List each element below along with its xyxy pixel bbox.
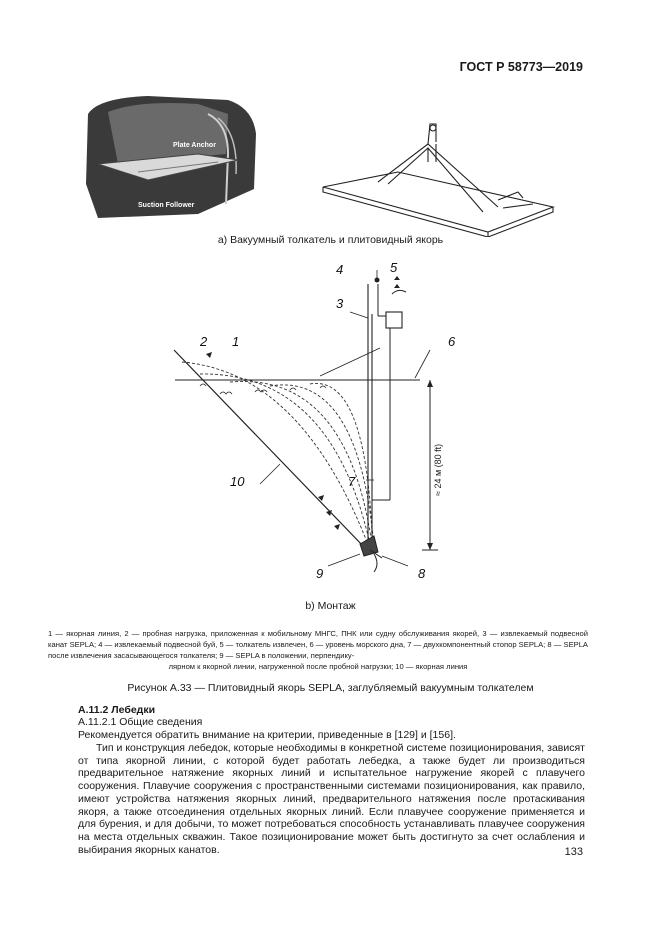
caption-b: b) Монтаж: [305, 600, 356, 612]
callout-10: 10: [230, 474, 245, 489]
page-number: 133: [564, 846, 583, 858]
section-heading: А.11.2 Лебедки: [78, 704, 156, 716]
suction-follower-label: Suction Follower: [138, 202, 195, 209]
callout-9: 9: [316, 566, 323, 581]
plate-anchor-label: Plate Anchor: [173, 142, 216, 149]
subsection-heading: А.11.2.1 Общие сведения: [78, 716, 203, 728]
paragraph-1: Рекомендуется обратить внимание на крите…: [78, 729, 456, 741]
depth-label: ≈ 24 м (80 ft): [433, 444, 443, 496]
callout-3: 3: [336, 296, 344, 311]
anchor-photo: Plate Anchor Suction Follower: [78, 94, 270, 222]
callout-5: 5: [390, 260, 398, 275]
callout-8: 8: [418, 566, 426, 581]
legend-line-1: 1 — якорная линия, 2 — пробная нагрузка,…: [48, 629, 588, 660]
figure-legend: 1 — якорная линия, 2 — пробная нагрузка,…: [48, 628, 588, 672]
callout-2: 2: [199, 334, 208, 349]
anchor-line: [173, 349, 366, 549]
figure-title: Рисунок А.33 — Плитовидный якорь SEPLA, …: [127, 682, 534, 694]
callout-4: 4: [336, 262, 343, 277]
follower-box: [385, 311, 403, 329]
callout-1: 1: [232, 334, 239, 349]
callout-6: 6: [448, 334, 456, 349]
buoy-icon: [374, 277, 380, 283]
caption-a: а) Вакуумный толкатель и плитовидный яко…: [217, 234, 444, 246]
paragraph-2: Тип и конструкция лебедок, которые необх…: [78, 742, 585, 856]
plate-anchor-drawing: [322, 123, 555, 237]
standard-number: ГОСТ Р 58773—2019: [459, 60, 583, 74]
legend-line-2: лярном к якорной линии, нагруженной посл…: [168, 662, 468, 671]
installation-diagram: ≈ 24 м (80 ft) 1 2 3 4 5 6 7 8 9 10: [173, 260, 456, 581]
callout-7: 7: [348, 474, 356, 489]
